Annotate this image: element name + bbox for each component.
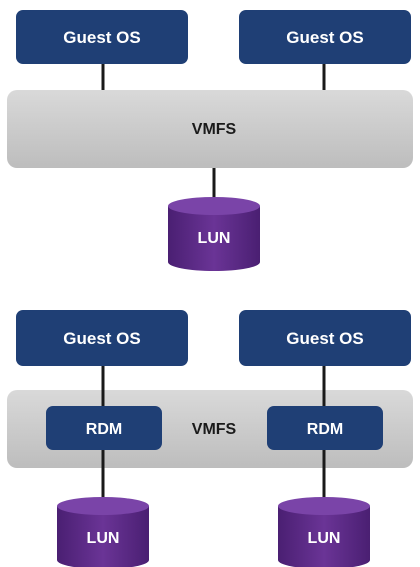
bottom-rdm-left-label: RDM <box>86 421 122 438</box>
bottom-guest-os-right-label: Guest OS <box>286 329 363 348</box>
top-guest-os-right-label: Guest OS <box>286 28 363 47</box>
bottom-guest-os-right: Guest OS <box>239 310 411 366</box>
bottom-rdm-right-label: RDM <box>307 421 343 438</box>
bottom-lun-right-label: LUN <box>308 530 341 547</box>
top-guest-os-left-label: Guest OS <box>63 28 140 47</box>
top-vmfs-label: VMFS <box>192 121 237 138</box>
top-diagram: VMFS Guest OS Guest OS LUN <box>7 10 413 271</box>
top-lun-label: LUN <box>198 230 231 247</box>
bottom-diagram: VMFS RDM RDM Guest OS Guest OS LUN <box>7 310 413 567</box>
top-guest-os-left: Guest OS <box>16 10 188 64</box>
bottom-guest-os-left: Guest OS <box>16 310 188 366</box>
bottom-lun-right-cylinder: LUN <box>278 497 370 567</box>
bottom-rdm-right: RDM <box>267 406 383 450</box>
bottom-lun-left-label: LUN <box>87 530 120 547</box>
bottom-vmfs-label: VMFS <box>192 421 237 438</box>
bottom-lun-left-cylinder: LUN <box>57 497 149 567</box>
top-guest-os-right: Guest OS <box>239 10 411 64</box>
top-lun-cylinder: LUN <box>168 197 260 271</box>
bottom-rdm-left: RDM <box>46 406 162 450</box>
bottom-guest-os-left-label: Guest OS <box>63 329 140 348</box>
top-vmfs-bar <box>7 90 413 168</box>
